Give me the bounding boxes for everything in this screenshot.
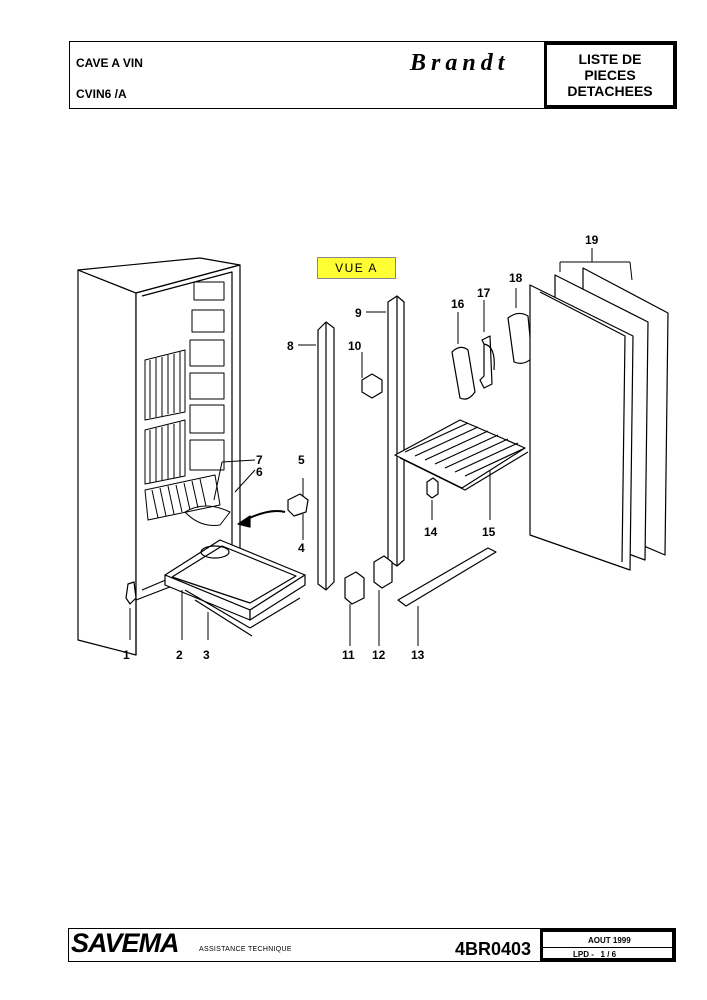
callout-3: 3	[203, 648, 210, 662]
callout-15: 15	[482, 525, 496, 539]
footer-rule	[543, 947, 672, 948]
door-panels	[529, 267, 669, 571]
company-logo: SAVEMA	[71, 928, 180, 958]
callout-6: 6	[256, 465, 263, 479]
department-label: ASSISTANCE TECHNIQUE	[199, 946, 292, 953]
callout-14: 14	[424, 525, 438, 539]
callout-2: 2	[176, 648, 183, 662]
callout-1: 1	[123, 648, 130, 662]
document-title: LISTE DE PIECES DETACHEES	[547, 42, 676, 108]
callout-10: 10	[348, 339, 362, 353]
cabinet-drawing	[77, 257, 306, 656]
page-number: LPD - 1 / 6	[573, 950, 617, 959]
footer-divider	[540, 929, 543, 961]
callout-11: 11	[342, 648, 355, 662]
title-line-1: LISTE DE	[578, 51, 642, 67]
callout-8: 8	[287, 339, 294, 353]
footer-date-page: AOUT 1999 LPD - 1 / 6	[543, 929, 675, 961]
product-name: CAVE A VIN	[76, 56, 143, 70]
title-line-2: PIECES	[584, 67, 636, 83]
callout-17: 17	[477, 286, 491, 300]
leader-lines	[129, 248, 633, 646]
wire-shelf	[394, 419, 529, 491]
document-code: 4BR0403	[455, 939, 532, 959]
callout-9: 9	[355, 306, 362, 320]
callout-7: 7	[256, 453, 263, 467]
hinge-parts	[125, 373, 439, 605]
bar-part	[397, 547, 497, 607]
callout-13: 13	[411, 648, 425, 662]
callout-5: 5	[298, 453, 305, 467]
callout-12: 12	[372, 648, 386, 662]
brand-logo: Brandt	[410, 50, 510, 76]
gasket-strips	[317, 295, 405, 591]
header-divider	[544, 42, 547, 108]
callout-4: 4	[298, 541, 305, 555]
handle-parts	[451, 312, 533, 400]
callout-18: 18	[509, 271, 523, 285]
callout-16: 16	[451, 297, 465, 311]
document-date: AOUT 1999	[588, 936, 631, 945]
callout-19: 19	[585, 233, 599, 247]
title-line-3: DETACHEES	[567, 83, 653, 99]
footer-box: SAVEMA ASSISTANCE TECHNIQUE 4BR0403 AOUT…	[68, 928, 676, 962]
header-info: CAVE A VIN CVIN6 /A Brandt	[70, 42, 544, 108]
header-box: CAVE A VIN CVIN6 /A Brandt LISTE DE PIEC…	[69, 41, 677, 109]
view-label: VUE A	[317, 257, 396, 279]
model-name: CVIN6 /A	[76, 87, 127, 101]
